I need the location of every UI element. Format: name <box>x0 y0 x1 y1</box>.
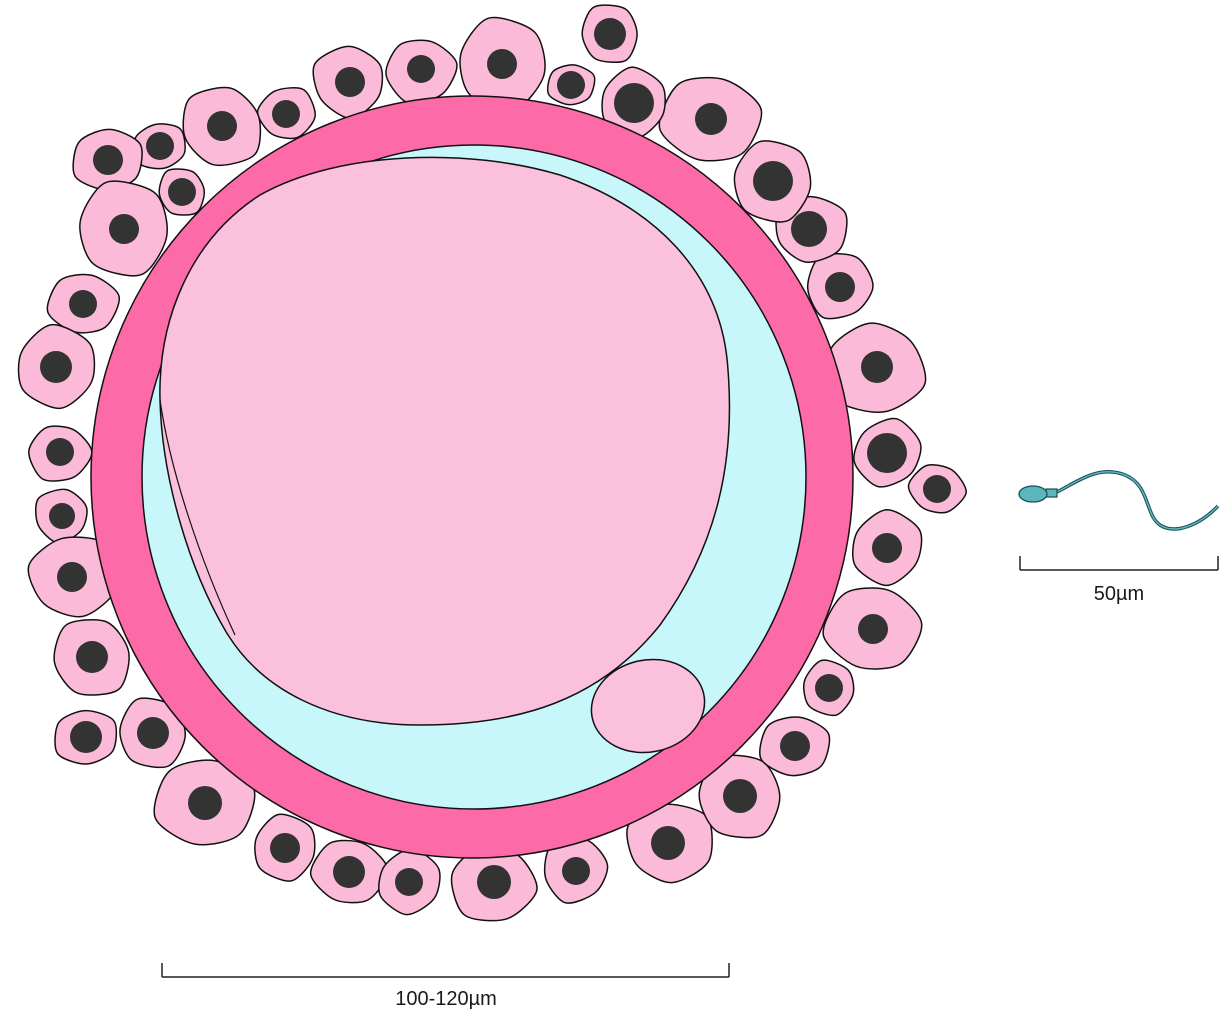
sperm-scale-bar <box>1020 556 1218 570</box>
follicle-cell-nucleus <box>867 433 907 473</box>
follicle-cell-nucleus <box>753 161 793 201</box>
follicle-cell-nucleus <box>923 475 951 503</box>
follicle-cell-nucleus <box>825 272 855 302</box>
follicle-cell-nucleus <box>395 868 423 896</box>
follicle-cell-nucleus <box>723 779 757 813</box>
oocyte-scale-label: 100-120µm <box>395 988 497 1011</box>
oocyte-scale-bar <box>162 963 729 977</box>
follicle-cell-nucleus <box>93 145 123 175</box>
follicle-cell-nucleus <box>49 503 75 529</box>
follicle-cell-nucleus <box>207 111 237 141</box>
sperm-tail <box>1057 472 1218 529</box>
follicle-cell-nucleus <box>57 562 87 592</box>
follicle-cell-nucleus <box>146 132 174 160</box>
follicle-cell-nucleus <box>109 214 139 244</box>
follicle-cell-nucleus <box>861 351 893 383</box>
follicle-cell-nucleus <box>477 865 511 899</box>
follicle-cell-nucleus <box>270 833 300 863</box>
follicle-cell-nucleus <box>76 641 108 673</box>
follicle-cell-nucleus <box>407 55 435 83</box>
follicle-cell-nucleus <box>333 856 365 888</box>
sperm-midpiece <box>1046 489 1057 497</box>
follicle-cell-nucleus <box>651 826 685 860</box>
sperm-cell <box>1019 472 1218 529</box>
follicle-cell-nucleus <box>815 674 843 702</box>
follicle-cell-nucleus <box>557 71 585 99</box>
follicle-cell-nucleus <box>137 717 169 749</box>
follicle-cell-nucleus <box>188 786 222 820</box>
follicle-cell-nucleus <box>614 83 654 123</box>
sperm-head <box>1019 486 1047 502</box>
follicle-cell-nucleus <box>594 18 626 50</box>
follicle-cell-nucleus <box>70 721 102 753</box>
follicle-cell-nucleus <box>69 290 97 318</box>
follicle-cell-nucleus <box>335 67 365 97</box>
follicle-cell-nucleus <box>858 614 888 644</box>
follicle-cell-nucleus <box>872 533 902 563</box>
follicle-cell-nucleus <box>562 857 590 885</box>
follicle-cell-nucleus <box>791 211 827 247</box>
follicle-cell-nucleus <box>695 103 727 135</box>
sperm-scale-label: 50µm <box>1094 583 1144 606</box>
follicle-cell-nucleus <box>780 731 810 761</box>
follicle-cell-nucleus <box>46 438 74 466</box>
oocyte-cytoplasm <box>160 157 730 725</box>
follicle-cell-nucleus <box>487 49 517 79</box>
follicle-cell-nucleus <box>40 351 72 383</box>
follicle-cell-nucleus <box>168 178 196 206</box>
follicle-cell-nucleus <box>272 100 300 128</box>
